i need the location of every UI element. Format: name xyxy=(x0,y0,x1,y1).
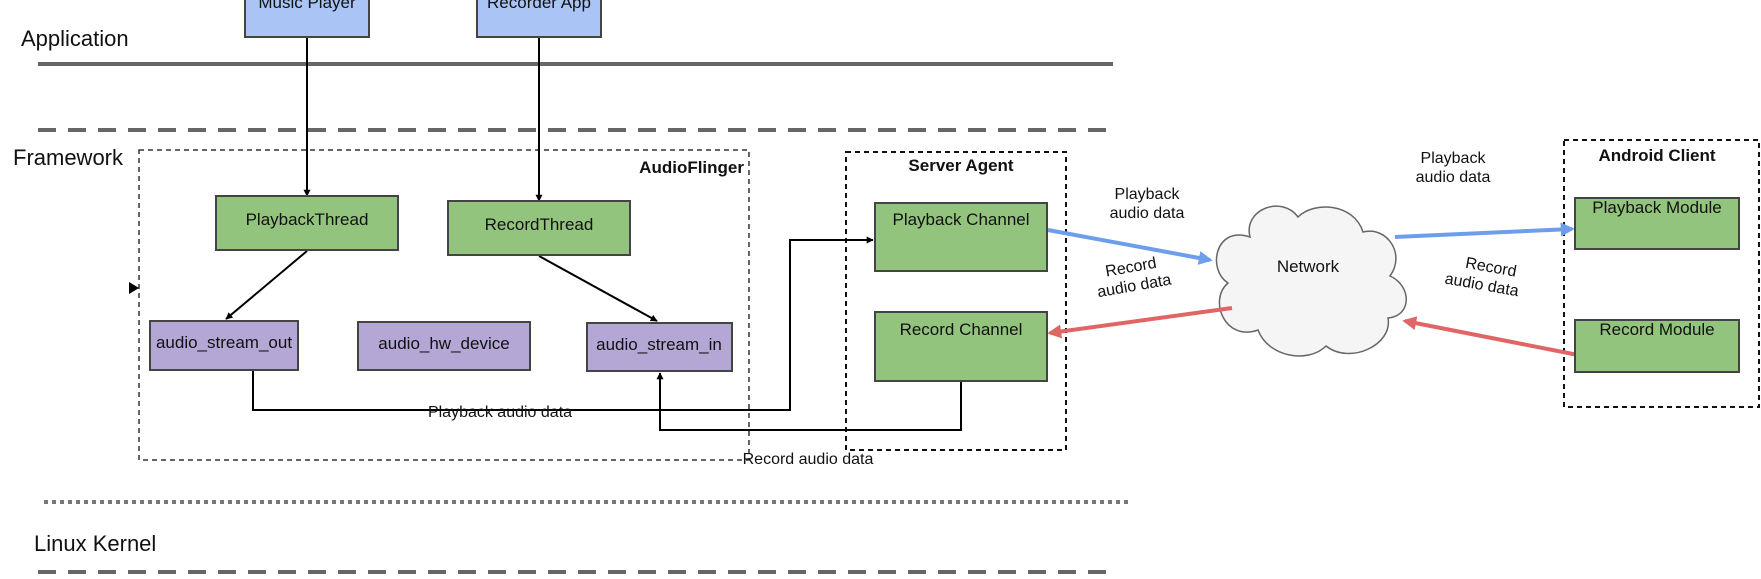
audio-stream-out-box xyxy=(149,320,299,371)
playback-to-network-arrow xyxy=(1047,228,1213,265)
server-agent-label: Server Agent xyxy=(908,156,1014,175)
audio-hw-device-label: audio_hw_device xyxy=(378,334,509,353)
streamout-to-playback-channel-connector xyxy=(252,236,874,411)
android-client-label: Android Client xyxy=(1598,146,1715,165)
playbackthread-to-streamout-arrow xyxy=(225,250,308,320)
record-channel-to-streamin-connector xyxy=(656,372,962,431)
record-module-label: Record Module xyxy=(1599,320,1714,339)
audioflinger-label: AudioFlinger xyxy=(639,158,744,177)
record-thread-box xyxy=(447,200,631,256)
recordthread-to-streamin-arrow xyxy=(538,255,658,322)
flow-label-record-left: Record audio data xyxy=(1096,255,1173,301)
android-client-group xyxy=(1563,139,1760,408)
audio-stream-in-label: audio_stream_in xyxy=(596,335,722,354)
server-agent-group xyxy=(845,151,1067,451)
audioflinger-group xyxy=(138,149,750,461)
record-channel-label: Record Channel xyxy=(900,320,1023,339)
record-channel-box xyxy=(874,311,1048,382)
flow-label-record-audio-data: Record audio data xyxy=(743,451,874,468)
audio-stream-in-box xyxy=(586,322,733,372)
layer-label-kernel: Linux Kernel xyxy=(34,531,156,556)
record-module-box xyxy=(1574,319,1740,373)
layer-label-application: Application xyxy=(21,26,129,51)
small-arrow-icon xyxy=(129,282,139,294)
flow-label-record-right: Record audio data xyxy=(1443,255,1520,300)
playback-module-box xyxy=(1574,197,1740,250)
music-player-label: Music Player xyxy=(258,0,356,12)
record-thread-label: RecordThread xyxy=(485,215,594,234)
playback-channel-box xyxy=(874,202,1048,272)
recorder-app-box xyxy=(476,0,602,38)
flow-label-playback-audio-data: Playback audio data xyxy=(428,404,572,421)
audio-stream-out-label: audio_stream_out xyxy=(156,333,292,352)
network-label: Network xyxy=(1277,257,1340,276)
playback-channel-label: Playback Channel xyxy=(892,210,1029,229)
flow-label-playback-right-line1: Playback xyxy=(1421,150,1487,167)
network-to-record-channel-arrow xyxy=(1047,306,1233,339)
flow-label-playback-left-line1: Playback xyxy=(1115,186,1181,203)
network-to-playback-module-arrow xyxy=(1394,222,1575,239)
flow-label-playback-left-line2: audio data xyxy=(1110,205,1185,222)
playback-thread-box xyxy=(215,195,399,251)
audio-hw-device-box xyxy=(357,321,531,371)
layer-label-framework: Framework xyxy=(13,145,124,170)
network-cloud xyxy=(1215,205,1407,357)
flow-label-playback-right-line2: audio data xyxy=(1416,169,1491,186)
record-module-to-network-arrow xyxy=(1402,316,1579,357)
music-player-box xyxy=(244,0,370,38)
playback-thread-label: PlaybackThread xyxy=(246,210,369,229)
recorder-app-label: Recorder App xyxy=(487,0,591,12)
playback-module-label: Playback Module xyxy=(1592,198,1721,217)
